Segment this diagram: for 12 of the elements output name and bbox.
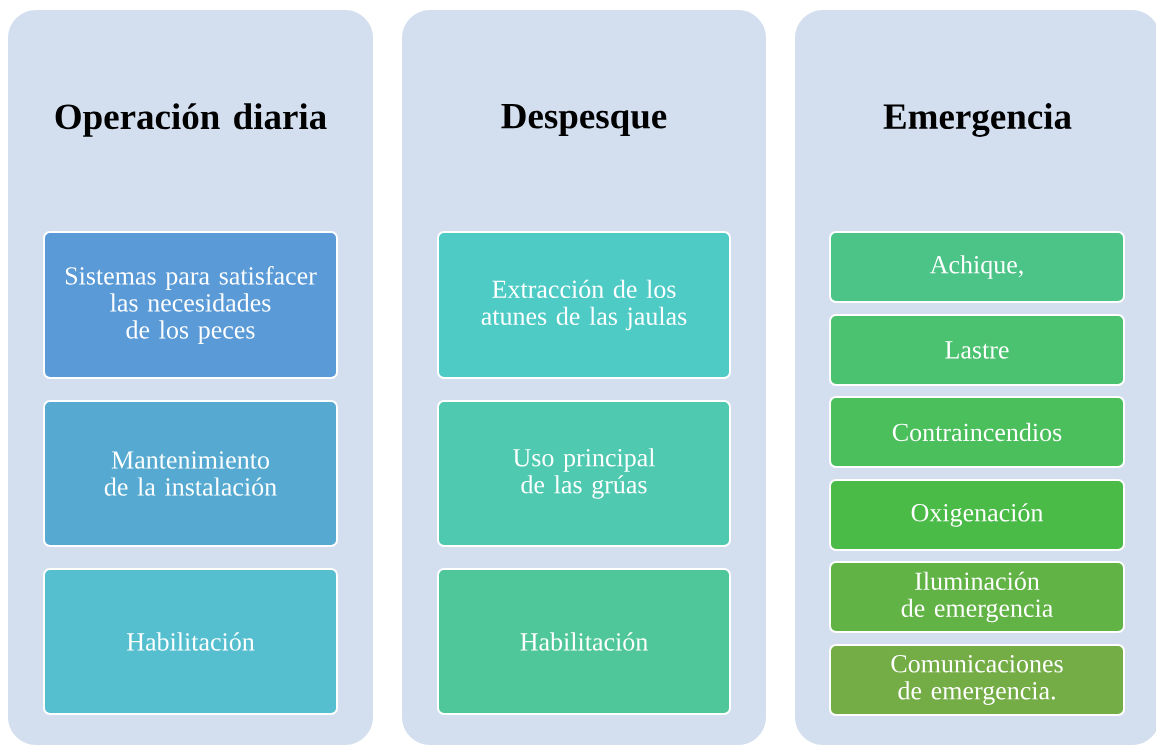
text-box: Habilitación	[437, 568, 731, 715]
text-box: Extracción de los atunes de las jaulas	[437, 231, 731, 379]
text-box: Habilitación	[43, 568, 338, 715]
text-box: Oxigenación	[829, 479, 1125, 551]
text-box: Mantenimiento de la instalación	[43, 400, 338, 547]
text-box: Comunicaciones de emergencia.	[829, 644, 1125, 716]
text-box: Sistemas para satisfacer las necesidades de los peces	[43, 231, 338, 379]
text-box: Iluminación de emergencia	[829, 561, 1125, 633]
text-box: Uso principal de las grúas	[437, 400, 731, 547]
text-box: Lastre	[829, 314, 1125, 386]
text-box: Achique,	[829, 231, 1125, 303]
text-box: Contraincendios	[829, 396, 1125, 468]
